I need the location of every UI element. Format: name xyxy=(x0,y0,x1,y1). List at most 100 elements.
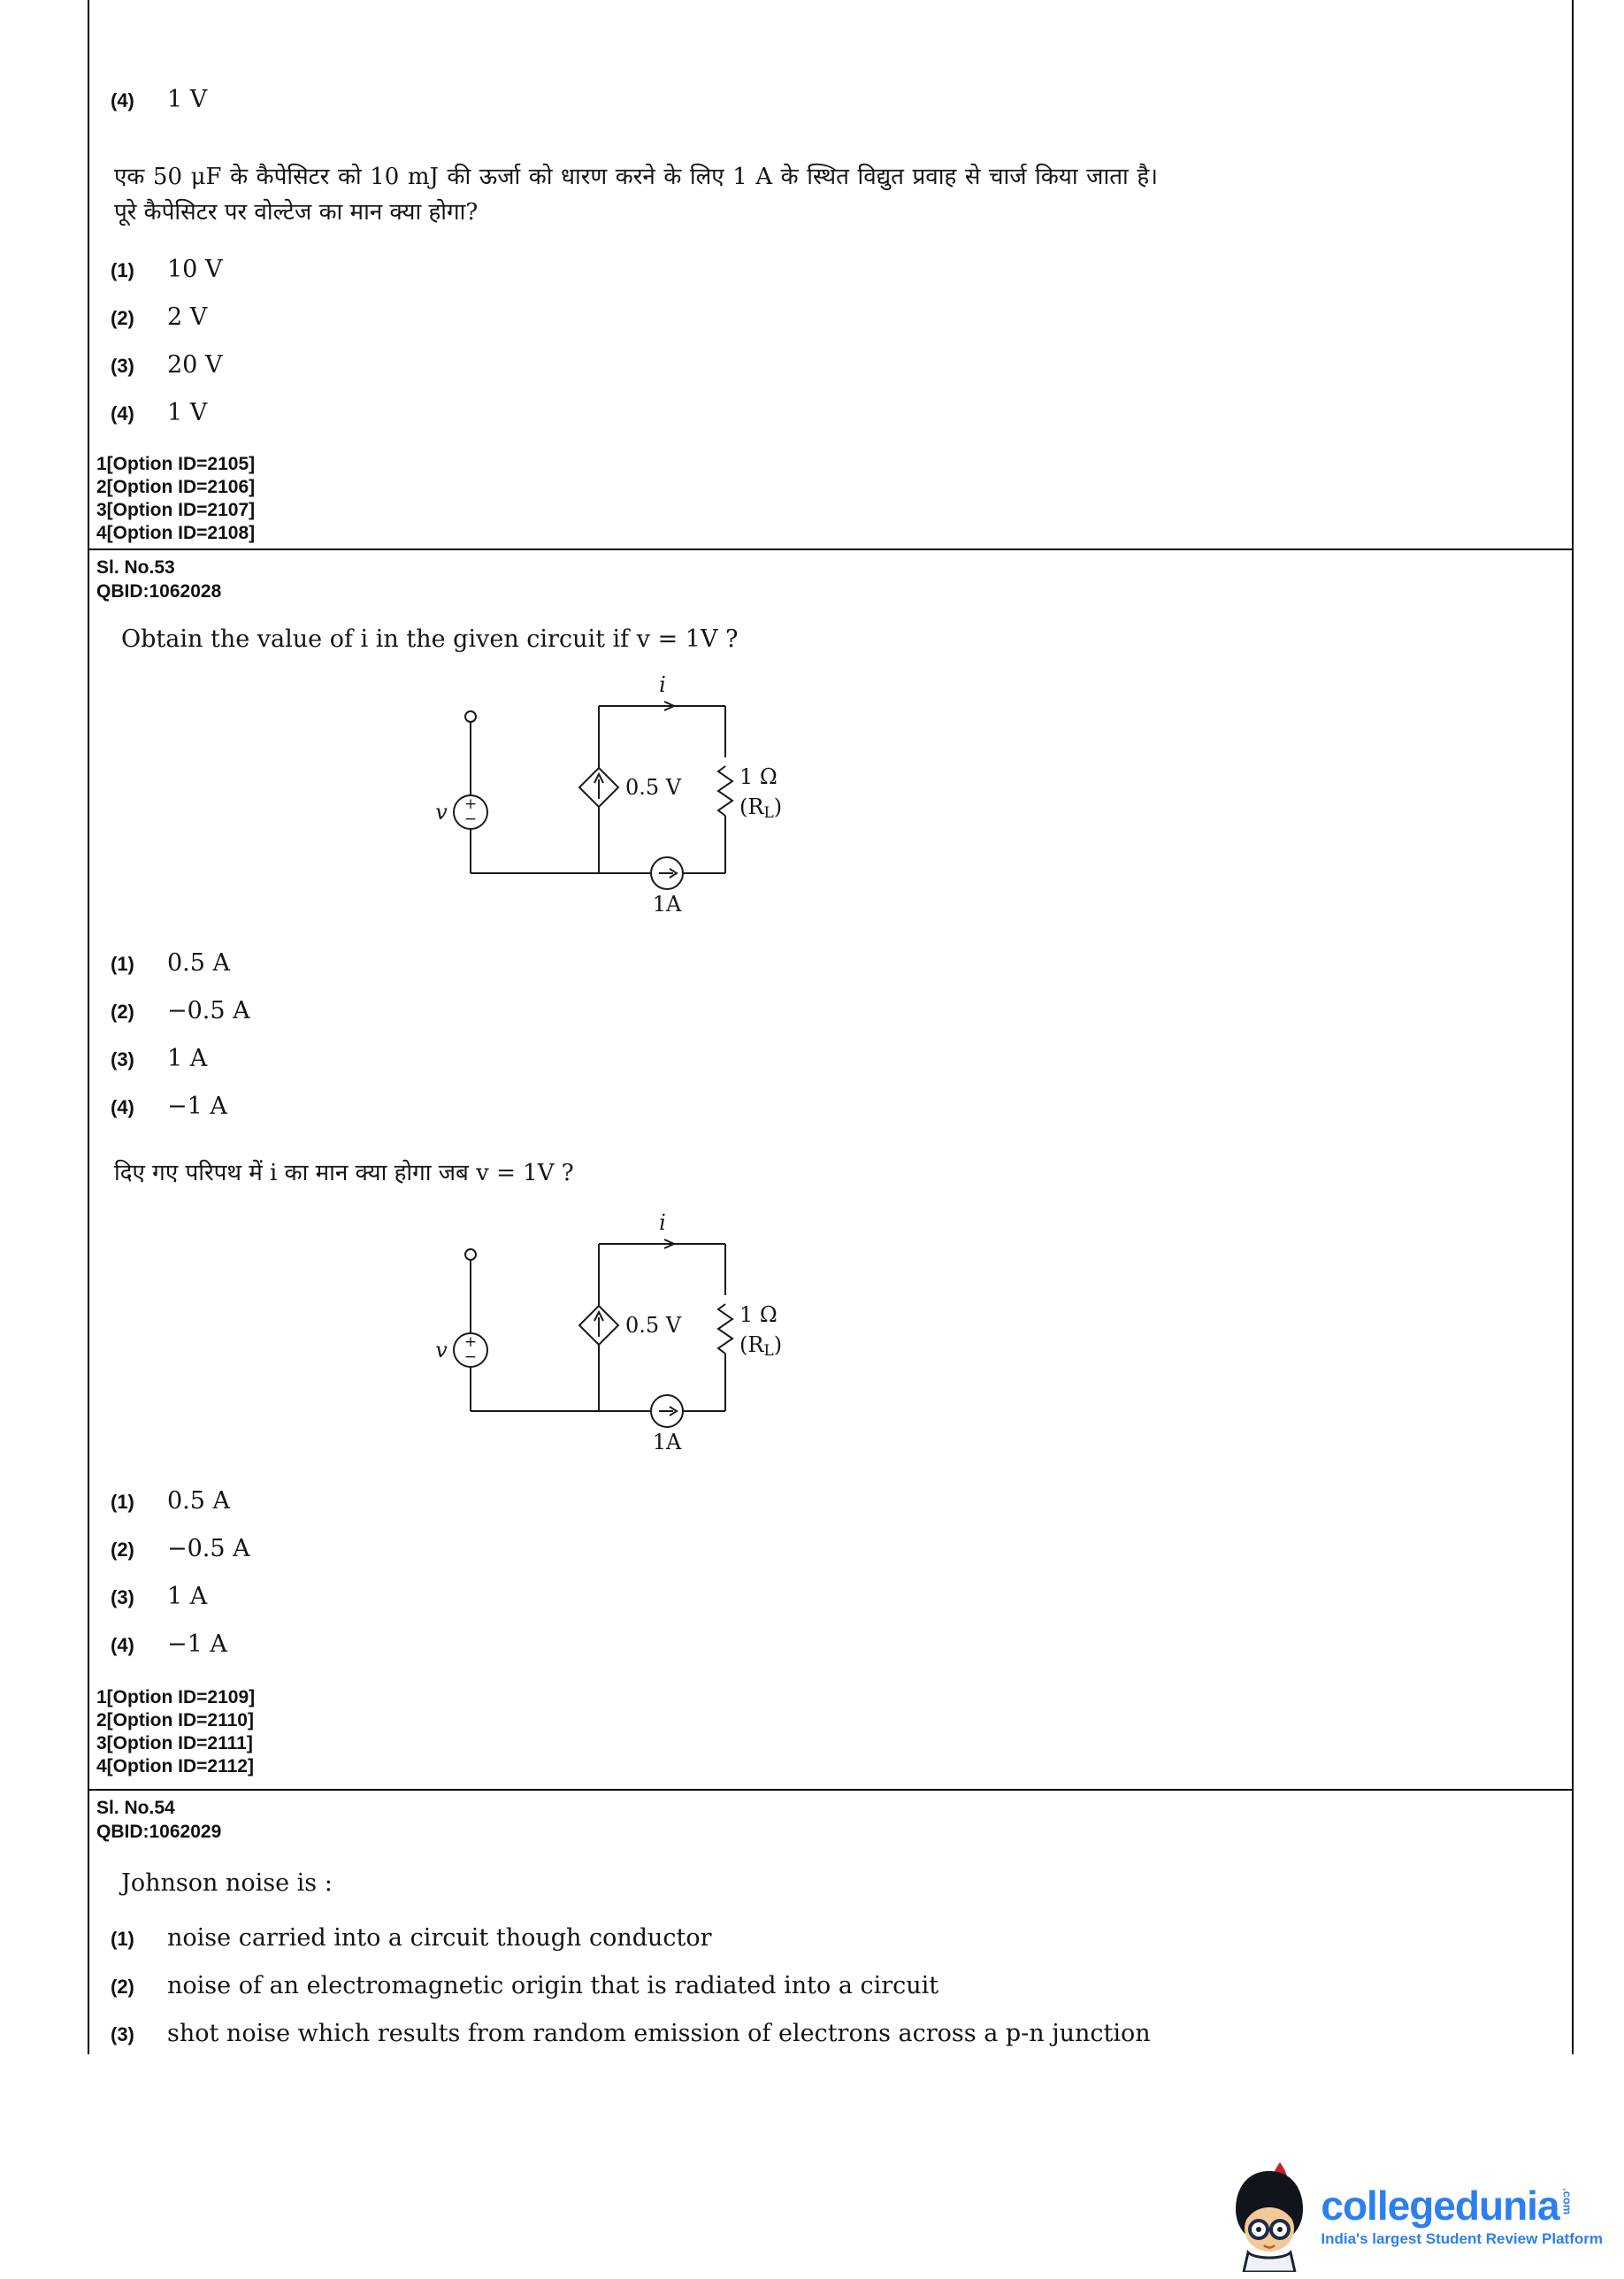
option-id: 3[Option ID=2107] xyxy=(96,500,256,520)
option-value: 0.5 A xyxy=(167,949,231,977)
option-value: 10 V xyxy=(167,256,223,283)
collegedunia-logo: collegedunia .com India's largest Studen… xyxy=(1229,2160,1603,2272)
option-label: (1) xyxy=(111,953,134,975)
question-text-english: Obtain the value of i in the given circu… xyxy=(121,625,739,653)
voltage-label: v xyxy=(435,800,448,825)
circuit-diagram: + − v i 0.5 V 1 Ω (RL) 1A xyxy=(435,674,782,917)
option-row: (1) noise carried into a circuit though … xyxy=(111,1923,1572,1953)
option-value: noise of an electromagnetic origin that … xyxy=(167,1972,939,1999)
circuit-figure: + − v i 0.5 V 1 Ω (RL) 1A xyxy=(424,1212,804,1470)
question-header: Sl. No.54 QBID:1062029 xyxy=(89,1791,1572,1844)
option-label: (1) xyxy=(111,1928,134,1950)
option-row: (1) 0.5 A xyxy=(111,948,1572,978)
option-value: 1 A xyxy=(167,1045,208,1072)
option-label: (4) xyxy=(111,403,134,425)
option-row: (4) 1 V xyxy=(111,398,1572,428)
option-label: (2) xyxy=(111,1976,134,1998)
brand-name: collegedunia xyxy=(1321,2183,1559,2229)
option-value: 20 V xyxy=(167,351,223,379)
current-source-label: 1A xyxy=(653,1430,682,1454)
plus-sign: + xyxy=(464,1333,477,1351)
circuit-wires xyxy=(453,1239,734,1428)
option-value: 1 V xyxy=(167,399,208,426)
option-row: (4) −1 A xyxy=(111,1630,1572,1660)
arrow-up-icon xyxy=(594,771,604,784)
current-label: i xyxy=(659,674,666,697)
current-source-label: 1A xyxy=(653,892,682,917)
collegedunia-mascot-icon xyxy=(1236,2162,1304,2272)
question-text-hindi: एक 50 μF के कैपेसिटर को 10 mJ की ऊर्जा क… xyxy=(114,164,1158,226)
document-content: (4) 1 V एक 50 μF के कैपेसिटर को 10 mJ की… xyxy=(88,0,1574,2054)
resistor xyxy=(716,1303,734,1354)
option-row: (4) −1 A xyxy=(111,1092,1572,1122)
option-row: (3) 1 A xyxy=(111,1582,1572,1612)
circuit-wires xyxy=(453,701,734,890)
question-text-hindi: दिए गए परिपथ में i का मान क्या होगा जब v… xyxy=(114,1160,574,1186)
option-label: (1) xyxy=(111,259,134,281)
option-id: 2[Option ID=2106] xyxy=(96,477,256,497)
option-id: 1[Option ID=2109] xyxy=(96,1687,256,1707)
option-value: −0.5 A xyxy=(167,1535,250,1562)
option-row: (1) 0.5 A xyxy=(111,1486,1572,1516)
option-id: 4[Option ID=2112] xyxy=(96,1756,254,1776)
option-row: (3) 1 A xyxy=(111,1044,1572,1074)
option-label: (3) xyxy=(111,1586,134,1608)
question-block-53: Sl. No.53 QBID:1062028 Obtain the value … xyxy=(88,549,1574,1789)
arrow-up-icon xyxy=(594,1309,604,1322)
option-row: (2) −0.5 A xyxy=(111,1534,1572,1564)
option-label: (3) xyxy=(111,1048,134,1070)
circuit-labels: + − v i 0.5 V 1 Ω (RL) 1A xyxy=(435,1212,782,1454)
option-label: (4) xyxy=(111,89,134,111)
circuit-diagram: + − v i 0.5 V 1 Ω (RL) 1A xyxy=(435,1212,782,1454)
option-value: 0.5 A xyxy=(167,1487,231,1515)
option-label: (2) xyxy=(111,307,134,329)
options-list: (1) 10 V (2) 2 V (3) 20 V (4) 1 V xyxy=(89,255,1572,428)
option-value: 2 V xyxy=(167,303,208,331)
brand-suffix: .com xyxy=(1560,2188,1574,2215)
question-block-continuation: (4) 1 V एक 50 μF के कैपेसिटर को 10 mJ की… xyxy=(88,0,1574,549)
plus-sign: + xyxy=(464,795,477,813)
question-text-english: Johnson noise is : xyxy=(121,1869,333,1897)
option-row: (1) 10 V xyxy=(111,255,1572,285)
option-id: 4[Option ID=2108] xyxy=(96,523,256,543)
options-list-hindi: (1) 0.5 A (2) −0.5 A (3) 1 A (4) −1 A xyxy=(89,1486,1572,1660)
option-value: 1 A xyxy=(167,1583,208,1610)
question-block-54: Sl. No.54 QBID:1062029 Johnson noise is … xyxy=(88,1789,1574,2054)
qbid: QBID:1062028 xyxy=(96,581,222,602)
option-label: (2) xyxy=(111,1001,134,1023)
circuit-figure: + − v i 0.5 V 1 Ω (RL) 1A xyxy=(424,674,804,932)
sl-no: Sl. No.53 xyxy=(96,557,175,578)
option-value: noise carried into a circuit though cond… xyxy=(167,1924,712,1952)
resistor-name-label: (RL) xyxy=(739,794,782,822)
resistor-value-label: 1 Ω xyxy=(739,764,778,789)
terminal-node xyxy=(464,1248,477,1261)
option-id-block: 1[Option ID=2105] 2[Option ID=2106] 3[Op… xyxy=(96,453,1572,545)
brand-text-block: collegedunia .com India's largest Studen… xyxy=(1321,2184,1603,2248)
option-label: (3) xyxy=(111,355,134,377)
circuit-labels: + − v i 0.5 V 1 Ω (RL) 1A xyxy=(435,674,782,917)
option-id: 2[Option ID=2110] xyxy=(96,1710,254,1730)
options-list-english: (1) 0.5 A (2) −0.5 A (3) 1 A (4) −1 A xyxy=(89,948,1572,1122)
option-id-block: 1[Option ID=2109] 2[Option ID=2110] 3[Op… xyxy=(96,1686,1572,1778)
option-label: (4) xyxy=(111,1634,134,1656)
option-label: (4) xyxy=(111,1096,134,1118)
current-arrow-icon xyxy=(663,1239,677,1249)
question-header: Sl. No.53 QBID:1062028 xyxy=(89,550,1572,603)
option-value: −1 A xyxy=(167,1631,227,1658)
brand-tagline: India's largest Student Review Platform xyxy=(1321,2230,1603,2247)
terminal-node xyxy=(464,710,477,723)
option-id: 1[Option ID=2105] xyxy=(96,454,256,474)
arrow-right-icon xyxy=(669,1406,678,1416)
minus-sign: − xyxy=(464,810,477,828)
dependent-source-label: 0.5 V xyxy=(625,1313,682,1338)
option-value: −1 A xyxy=(167,1093,227,1120)
current-arrow-icon xyxy=(663,701,677,711)
options-list: (1) noise carried into a circuit though … xyxy=(89,1923,1572,2049)
option-label: (3) xyxy=(111,2023,134,2045)
option-id: 3[Option ID=2111] xyxy=(96,1733,253,1753)
voltage-label: v xyxy=(435,1338,448,1362)
current-label: i xyxy=(659,1212,666,1235)
option-row: (3) shot noise which results from random… xyxy=(111,2019,1572,2049)
option-label: (2) xyxy=(111,1539,134,1561)
option-label: (1) xyxy=(111,1491,134,1513)
